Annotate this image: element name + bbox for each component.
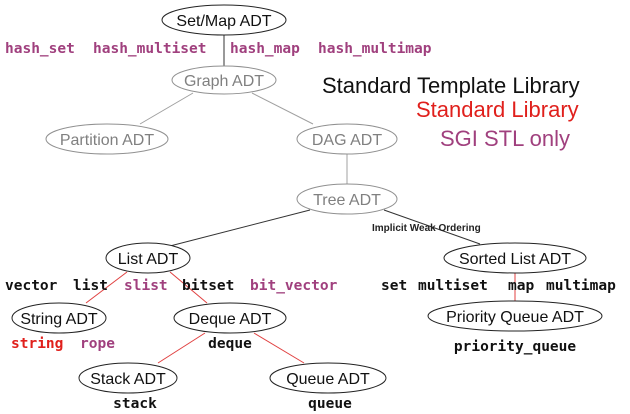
edge-tree-list <box>169 209 311 247</box>
container-set: set <box>381 278 407 294</box>
node-partition: Partition ADT <box>45 123 169 155</box>
node-label: Stack ADT <box>90 371 166 388</box>
container-string: string <box>11 336 63 352</box>
node-label: String ADT <box>20 311 98 328</box>
edge-graph-dag <box>251 92 314 125</box>
string-containers: string rope <box>11 336 115 352</box>
node-label: List ADT <box>118 251 179 268</box>
node-label: Sorted List ADT <box>459 251 571 268</box>
container-priority-queue: priority_queue <box>454 339 576 355</box>
container-deque: deque <box>208 336 252 352</box>
container-hash-multimap: hash_multimap <box>318 41 432 57</box>
edge-tree-sorted <box>383 209 481 245</box>
node-queue: Queue ADT <box>269 362 387 394</box>
node-string: String ADT <box>11 302 107 334</box>
node-label: Set/Map ADT <box>176 13 271 30</box>
node-setmap: Set/Map ADT <box>161 4 287 36</box>
node-label: Queue ADT <box>286 371 370 388</box>
container-bitset: bitset <box>182 278 234 294</box>
container-vector: vector <box>5 278 58 294</box>
node-label: Deque ADT <box>189 311 272 328</box>
container-map: map <box>508 278 534 294</box>
container-bit-vector: bit_vector <box>250 278 338 294</box>
legend-stl: Standard Template Library <box>322 73 580 98</box>
legend-sgi: SGI STL only <box>440 126 570 151</box>
container-multimap: multimap <box>546 278 616 294</box>
legend-std: Standard Library <box>416 97 579 122</box>
sorted-containers: set multiset map multimap <box>381 278 616 294</box>
edge-list-deque <box>169 271 208 304</box>
edge-label-implicit-weak-ordering: Implicit Weak Ordering <box>372 223 481 234</box>
container-slist: slist <box>124 278 168 294</box>
node-tree: Tree ADT <box>296 183 398 215</box>
node-stack: Stack ADT <box>78 362 178 394</box>
node-label: Graph ADT <box>184 73 264 90</box>
container-hash-map: hash_map <box>230 41 300 57</box>
container-multiset: multiset <box>418 278 488 294</box>
node-label: Priority Queue ADT <box>446 309 584 326</box>
node-list: List ADT <box>105 242 191 274</box>
edges <box>85 34 516 364</box>
node-label: Partition ADT <box>60 132 154 149</box>
container-stack: stack <box>113 396 157 412</box>
container-hash-set: hash_set <box>5 41 75 57</box>
container-queue: queue <box>308 396 352 412</box>
container-hash-multiset: hash_multiset <box>93 41 207 57</box>
node-dag: DAG ADT <box>296 123 398 155</box>
list-containers: vector list slist bitset bit_vector <box>5 278 338 294</box>
setmap-containers: hash_set hash_multiset hash_map hash_mul… <box>5 41 432 57</box>
node-graph: Graph ADT <box>171 65 277 95</box>
container-rope: rope <box>80 336 115 352</box>
container-list: list <box>73 278 108 294</box>
node-sorted: Sorted List ADT <box>443 242 587 274</box>
node-label: DAG ADT <box>312 132 382 149</box>
node-pq: Priority Queue ADT <box>427 300 603 332</box>
edge-list-string <box>85 271 128 304</box>
legend: Standard Template Library Standard Libra… <box>322 73 580 151</box>
edge-deque-queue <box>253 332 305 364</box>
edge-deque-stack <box>157 332 206 364</box>
node-label: Tree ADT <box>313 192 381 209</box>
edge-graph-partition <box>139 92 194 125</box>
node-deque: Deque ADT <box>173 302 287 334</box>
